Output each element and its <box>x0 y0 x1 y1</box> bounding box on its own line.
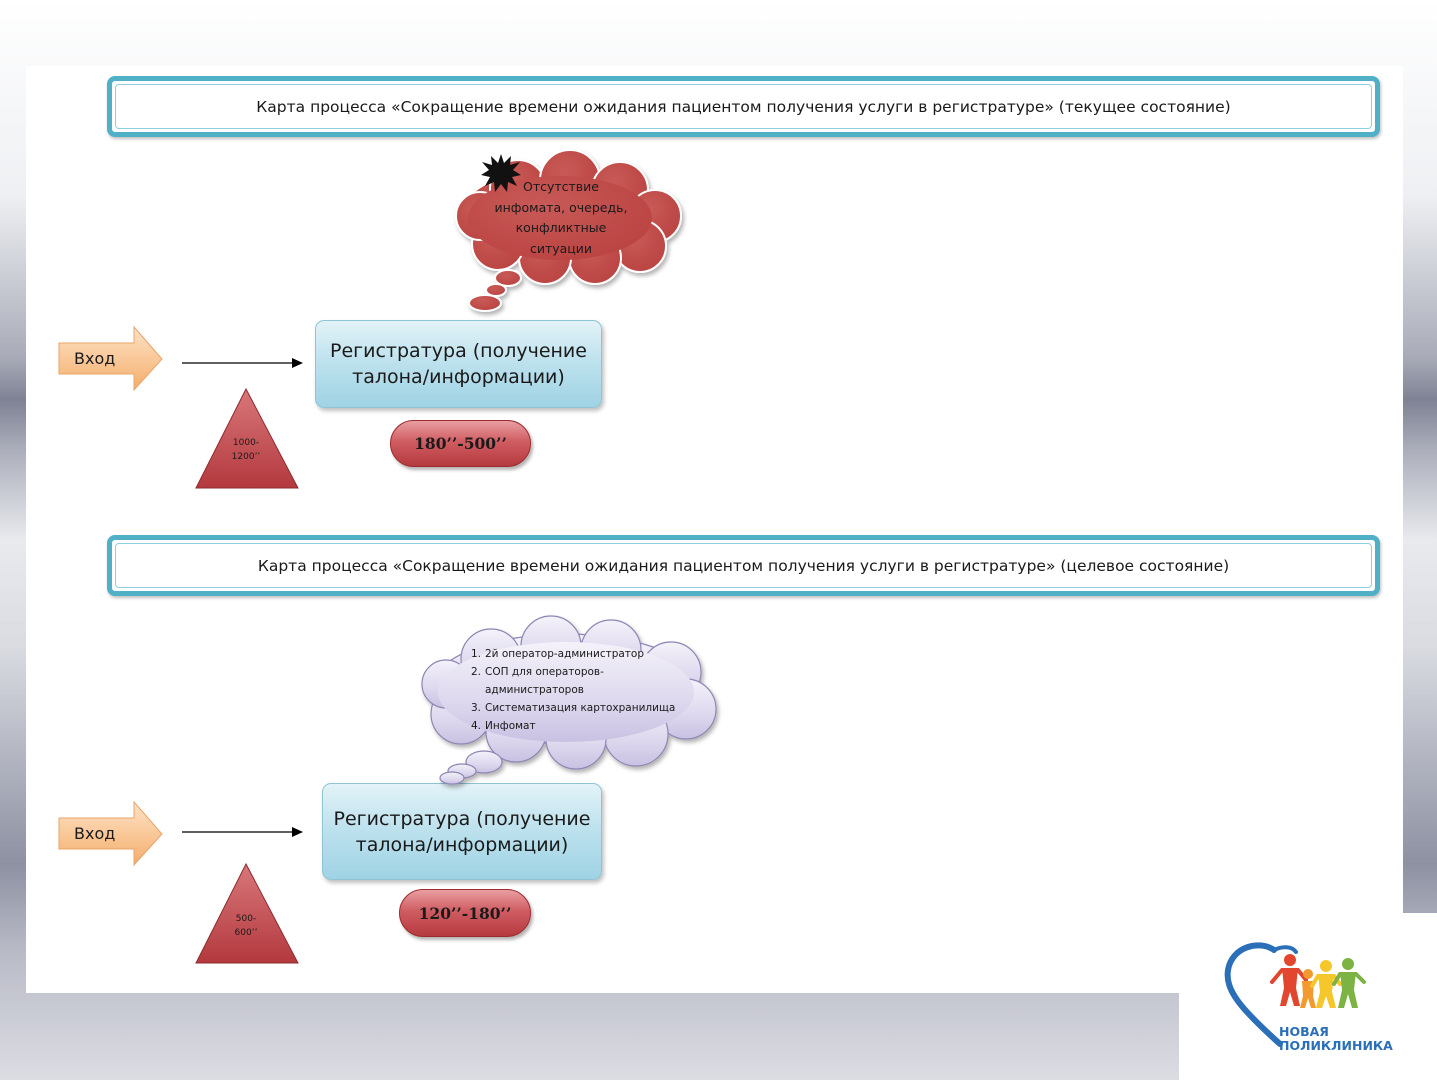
solution-item-2-text-2: администраторов <box>485 684 584 696</box>
problem-line-4: ситуации <box>529 240 593 256</box>
slide-canvas <box>26 66 1403 993</box>
logo-line-1: НОВАЯ <box>1279 1024 1329 1039</box>
process-time-target: 120’’-180’’ <box>399 889 531 937</box>
solution-cloud <box>421 615 717 785</box>
problem-cloud <box>455 149 682 312</box>
solution-item-2-text: СОП для операторов- <box>485 666 604 678</box>
wait-time-target-line-2: 600’’ <box>234 928 258 938</box>
logo-line-2: ПОЛИКЛИНИКА <box>1279 1038 1393 1053</box>
problem-cloud-text: Отсутствие инфомата, очередь, конфликтны… <box>480 177 642 259</box>
process-line-1: Регистратура (получение <box>330 340 587 362</box>
wait-triangle-target <box>195 862 299 964</box>
problem-line-2: инфомата, очередь, <box>494 199 628 215</box>
solution-list: 1.2й оператор-администратор 2.СОП для оп… <box>471 645 701 735</box>
solution-item-3: 3.Систематизация картохранилища <box>471 699 701 717</box>
solution-item-2-num: 2. <box>471 666 482 678</box>
solution-item-1-text: 2й оператор-администратор <box>485 648 645 660</box>
process-box-current: Регистратура (получение талона/информаци… <box>315 320 602 408</box>
entry-arrow-2 <box>58 800 163 867</box>
solution-item-4: 4.Инфомат <box>471 717 701 735</box>
solution-item-3-num: 3. <box>471 702 482 714</box>
process-time-current: 180’’-500’’ <box>390 420 531 467</box>
process-line-2: талона/информации) <box>352 366 565 388</box>
wait-time-current: 1000- 1200’’ <box>221 436 271 464</box>
target-state-title: Карта процесса «Сокращение времени ожида… <box>115 543 1372 588</box>
current-state-title-frame: Карта процесса «Сокращение времени ожида… <box>107 76 1380 137</box>
problem-line-1: Отсутствие <box>522 179 599 194</box>
process-box-target: Регистратура (получение талона/информаци… <box>322 783 602 880</box>
wait-triangle-current <box>195 387 299 489</box>
entry-label-1: Вход <box>74 349 116 368</box>
entry-arrow-1 <box>58 325 163 392</box>
solution-item-3-text: Систематизация картохранилища <box>485 702 676 714</box>
new-clinic-logo-icon <box>1224 942 1366 1047</box>
flow-arrow-1 <box>182 358 303 368</box>
logo-text: НОВАЯ ПОЛИКЛИНИКА <box>1279 1025 1393 1053</box>
wait-time-target: 500- 600’’ <box>221 912 271 940</box>
process-line-1: Регистратура (получение <box>333 807 591 830</box>
wait-time-target-line-1: 500- <box>235 914 257 924</box>
problem-line-3: конфликтные <box>515 220 607 235</box>
solution-item-1: 1.2й оператор-администратор <box>471 645 701 663</box>
current-state-title: Карта процесса «Сокращение времени ожида… <box>115 84 1372 129</box>
solution-item-1-num: 1. <box>471 648 482 660</box>
solution-item-2: 2.СОП для операторов-администраторов <box>471 663 701 699</box>
wait-time-current-line-2: 1200’’ <box>231 452 261 462</box>
target-state-title-frame: Карта процесса «Сокращение времени ожида… <box>107 535 1380 596</box>
entry-label-2: Вход <box>74 824 116 843</box>
wait-time-current-line-1: 1000- <box>232 438 260 448</box>
flow-arrow-2 <box>182 827 303 837</box>
process-line-2: талона/информации) <box>355 833 569 856</box>
problem-burst-icon <box>481 154 521 192</box>
solution-item-4-num: 4. <box>471 720 482 732</box>
solution-item-4-text: Инфомат <box>485 720 536 732</box>
